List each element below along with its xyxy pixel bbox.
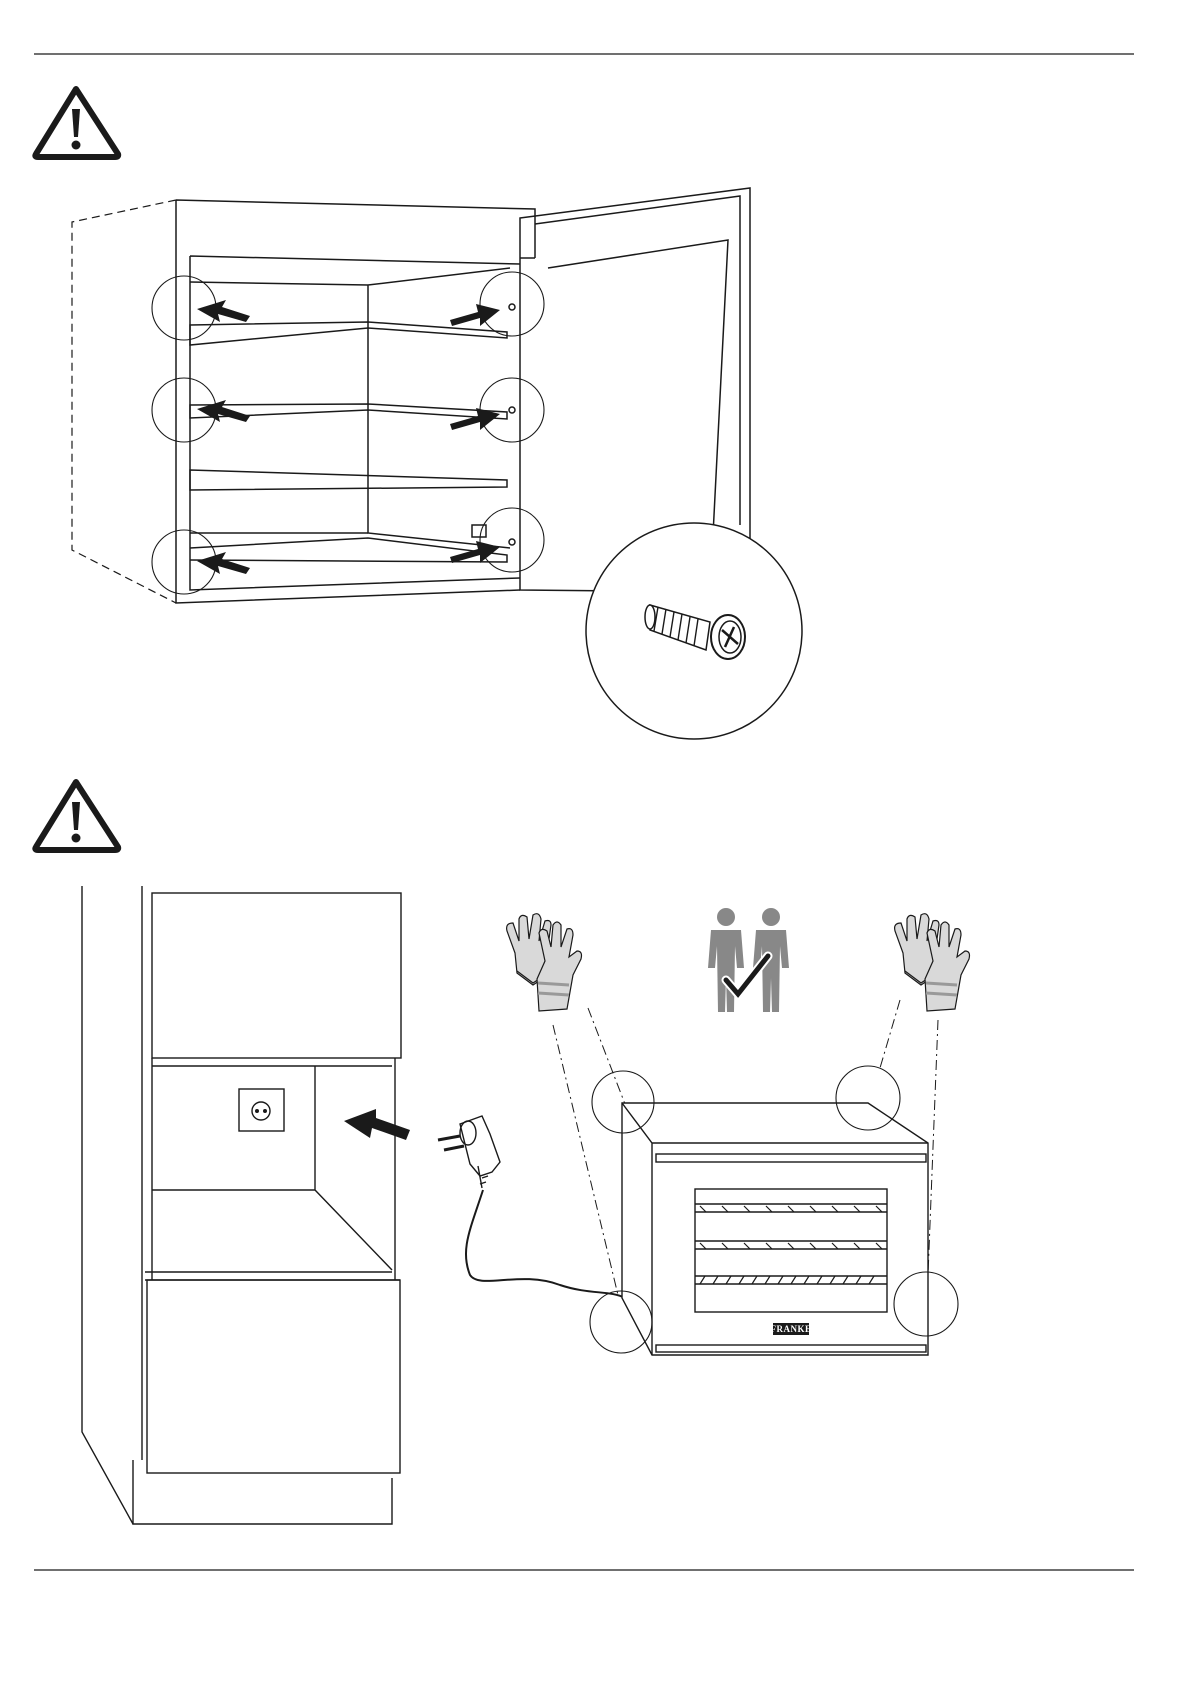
gloves-icon — [507, 914, 582, 1011]
arrow-icon — [344, 1109, 410, 1140]
two-persons-check-icon — [708, 908, 789, 1012]
warning-triangle-icon — [35, 89, 118, 157]
brand-badge: FRANKE — [771, 1323, 812, 1335]
warning-triangle-icon — [35, 782, 118, 850]
wine-cooler-diagram — [590, 1066, 958, 1355]
gloves-icon — [895, 914, 970, 1011]
kitchen-cabinet-diagram — [82, 886, 401, 1524]
brand-label: FRANKE — [771, 1324, 812, 1334]
screw-icon — [586, 523, 802, 739]
